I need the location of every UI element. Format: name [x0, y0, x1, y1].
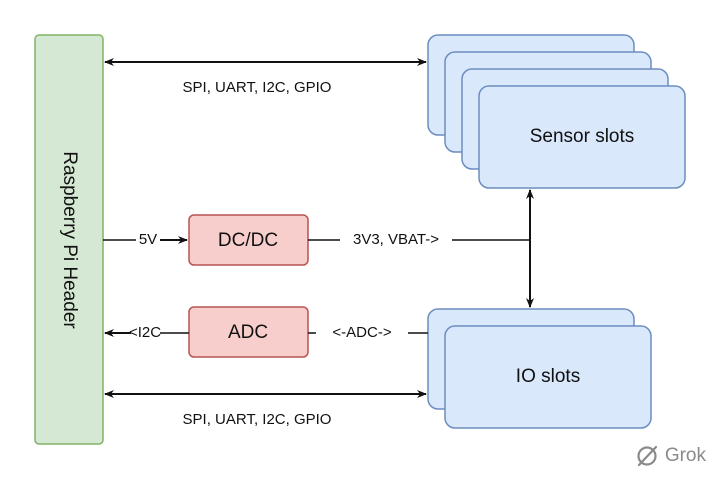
grok-watermark: Grok [635, 444, 706, 468]
io-slot-card [444, 325, 652, 429]
grok-logo-icon [637, 445, 657, 467]
adc-link-label: <-ADC-> [332, 324, 391, 341]
sensor-slot-card [478, 85, 686, 189]
adc-i2c-label: <I2C [129, 324, 161, 341]
sensor-slots-stack: Sensor slots [427, 34, 686, 189]
raspberry-pi-header-block: Raspberry Pi Header [34, 34, 104, 445]
io-slots-label: IO slots [516, 366, 580, 387]
dcdc-converter-block: DC/DC [188, 214, 309, 266]
io-slots-stack: IO slots [427, 308, 652, 429]
sensor-slots-label: Sensor slots [530, 126, 635, 147]
watermark-text: Grok [664, 445, 706, 466]
raspberry-pi-header-label: Raspberry Pi Header [59, 151, 80, 329]
adc-block: ADC [188, 306, 309, 358]
bottom-bus-label: SPI, UART, I2C, GPIO [183, 411, 332, 428]
top-bus-label: SPI, UART, I2C, GPIO [183, 79, 332, 96]
dcdc-label: DC/DC [218, 230, 278, 251]
power-out-label: 3V3, VBAT-> [353, 231, 439, 248]
power-in-label: 5V [139, 231, 157, 248]
adc-label: ADC [228, 322, 268, 343]
